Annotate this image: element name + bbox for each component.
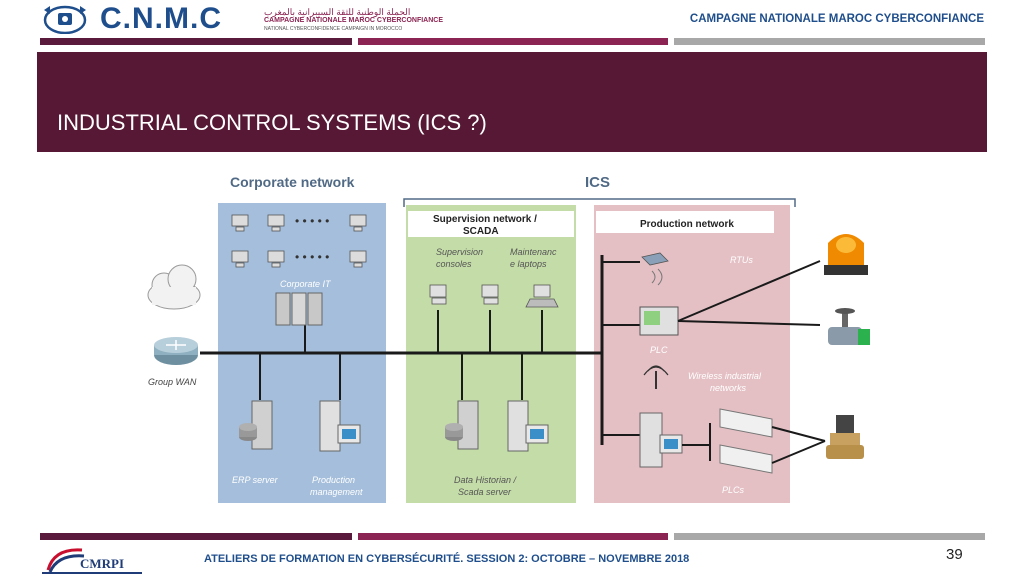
supervision-title-line2: SCADA [463,226,499,237]
bottom-divider-bar-1 [40,533,352,540]
cloud-icon [147,264,201,310]
corporate-it-label: Corporate IT [280,279,332,289]
production-management-icon [319,400,361,452]
wireless-antenna-icon [643,365,669,389]
cmrpi-underline [42,572,142,574]
ics-network-diagram: Corporate network ICS Supervision networ… [147,174,870,503]
supervision-consoles-line2: consoles [436,259,472,269]
logo-french-text: CAMPAGNE NATIONALE MAROC CYBERCONFIANCE [264,17,444,24]
supervision-console-icons [429,284,499,305]
erp-server-icon [239,400,273,450]
corporate-ellipsis-2: • • • • • [295,250,329,264]
bottom-divider-bar-3 [674,533,985,540]
wireless-label-line1: Wireless industrial [688,371,762,381]
maintenance-laptops-line1: Maintenanc [510,247,557,257]
slide-title: INDUSTRIAL CONTROL SYSTEMS (ICS ?) [57,110,487,135]
plc-rack-icon [639,412,683,468]
plc-icon [639,306,679,336]
cnmc-emblem-icon [43,5,87,34]
erp-server-label: ERP server [232,475,279,485]
actuator-valve-icon [826,415,864,459]
rtus-label: RTUs [730,255,753,265]
data-historian-line2: Scada server [458,487,512,497]
logo-english-text: NATIONAL CYBERCONFIDENCE CAMPAIGN IN MOR… [264,26,403,32]
logo-text: C.N.M.C [100,2,222,35]
laptop-icon [525,284,559,308]
cmrpi-logo-icon [46,548,85,573]
footer-session-text: ATELIERS DE FORMATION EN CYBERSÉCURITÉ. … [204,553,690,565]
router-icon [154,337,198,365]
title-band: INDUSTRIAL CONTROL SYSTEMS (ICS ?) [37,52,987,152]
production-title-box [596,211,774,233]
cmrpi-logo-text: CMRPI [80,556,125,571]
bottom-divider-bar-2 [358,533,668,540]
rtu-icon [641,252,669,286]
plcs-icon [719,408,773,474]
top-divider-bar-1 [40,38,352,45]
plcs-label: PLCs [722,485,745,495]
corporate-computers [231,214,367,268]
plc-label: PLC [650,345,668,355]
production-title: Production network [640,219,734,230]
production-mgmt-line1: Production [312,475,355,485]
ics-bracket [403,198,796,207]
campaign-title: CAMPAGNE NATIONALE MAROC CYBERCONFIANCE [689,13,984,25]
logo-arabic-text: الحملة الوطنية للثقة السيبرانية بالمغرب [264,7,411,17]
alarm-light-icon [824,234,868,275]
maintenance-laptops-line2: e laptops [510,259,547,269]
production-mgmt-line2: management [310,487,363,497]
data-historian-line1: Data Historian / [454,475,518,485]
supervision-title-box [408,211,574,237]
page-number: 39 [946,546,963,563]
supervision-title-line1: Supervision network / [433,214,537,225]
corporate-ellipsis-1: • • • • • [295,214,329,228]
top-divider-bar-3 [674,38,985,45]
corporate-servers-icon [275,292,323,326]
corporate-network-title: Corporate network [230,174,355,190]
supervision-consoles-line1: Supervision [436,247,483,257]
valve-icon [828,308,870,345]
ics-title: ICS [585,174,610,191]
group-wan-label: Group WAN [148,377,197,387]
top-divider-bar-2 [358,38,668,45]
data-historian-icon [445,400,549,452]
wireless-label-line2: networks [710,383,747,393]
